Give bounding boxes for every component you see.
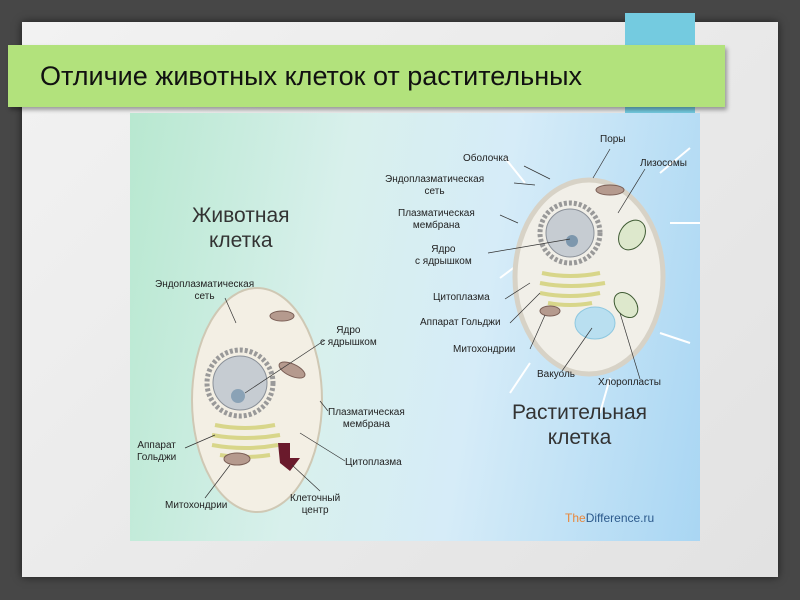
label-line: Ядро <box>336 325 361 336</box>
label-line: с ядрышком <box>320 337 377 348</box>
plant-golgi-label: Аппарат Гольджи <box>420 317 501 328</box>
label-line: сеть <box>424 186 445 197</box>
plant-vacuole-label: Вакуоль <box>537 369 575 380</box>
label-line: мембрана <box>342 419 390 430</box>
watermark-logo: TheDifference.ru <box>565 511 654 525</box>
slide-title: Отличие животных клеток от растительных <box>40 60 583 91</box>
plant-mitochondria-label: Митохондрии <box>453 344 516 355</box>
label-line: Эндоплазматическая <box>385 174 485 185</box>
label-line: сеть <box>194 291 215 302</box>
plant-cell-heading-line2: клетка <box>547 426 612 449</box>
label-line: Гольджи <box>137 452 177 463</box>
watermark-part2: Difference.ru <box>585 511 655 525</box>
label-line: Аппарат <box>137 440 176 451</box>
animal-cell-heading-line1: Животная <box>192 204 290 227</box>
animal-cell-heading-line2: клетка <box>208 229 273 252</box>
plant-pores-label: Поры <box>600 134 626 145</box>
cell-drawings <box>184 147 700 513</box>
animal-cell-heading: Животная клетка <box>192 203 290 253</box>
label-line: с ядрышком <box>415 256 472 267</box>
plant-cell-heading: Растительная клетка <box>512 400 647 450</box>
label-line: Плазматическая <box>328 407 405 418</box>
animal-cell-drawing <box>184 287 346 513</box>
label-line: Плазматическая <box>398 208 475 219</box>
plant-cytoplasm-label: Цитоплазма <box>433 292 490 303</box>
watermark-part1: The <box>565 511 586 525</box>
title-bar: Отличие животных клеток от растительных <box>8 45 725 107</box>
animal-mitochondria-label: Митохондрии <box>165 500 228 511</box>
plant-lysosomes-label: Лизосомы <box>640 158 687 169</box>
plant-chloroplasts-label: Хлоропласты <box>598 377 661 388</box>
label-line: Клеточный <box>290 493 341 504</box>
plant-wall-label: Оболочка <box>463 153 509 164</box>
label-line: Эндоплазматическая <box>155 279 255 290</box>
animal-cytoplasm-label: Цитоплазма <box>345 457 402 468</box>
plant-cell-heading-line1: Растительная <box>512 401 648 424</box>
label-line: мембрана <box>412 220 460 231</box>
label-line: центр <box>301 505 329 516</box>
plant-cell-drawing <box>487 147 700 414</box>
label-line: Ядро <box>431 244 456 255</box>
